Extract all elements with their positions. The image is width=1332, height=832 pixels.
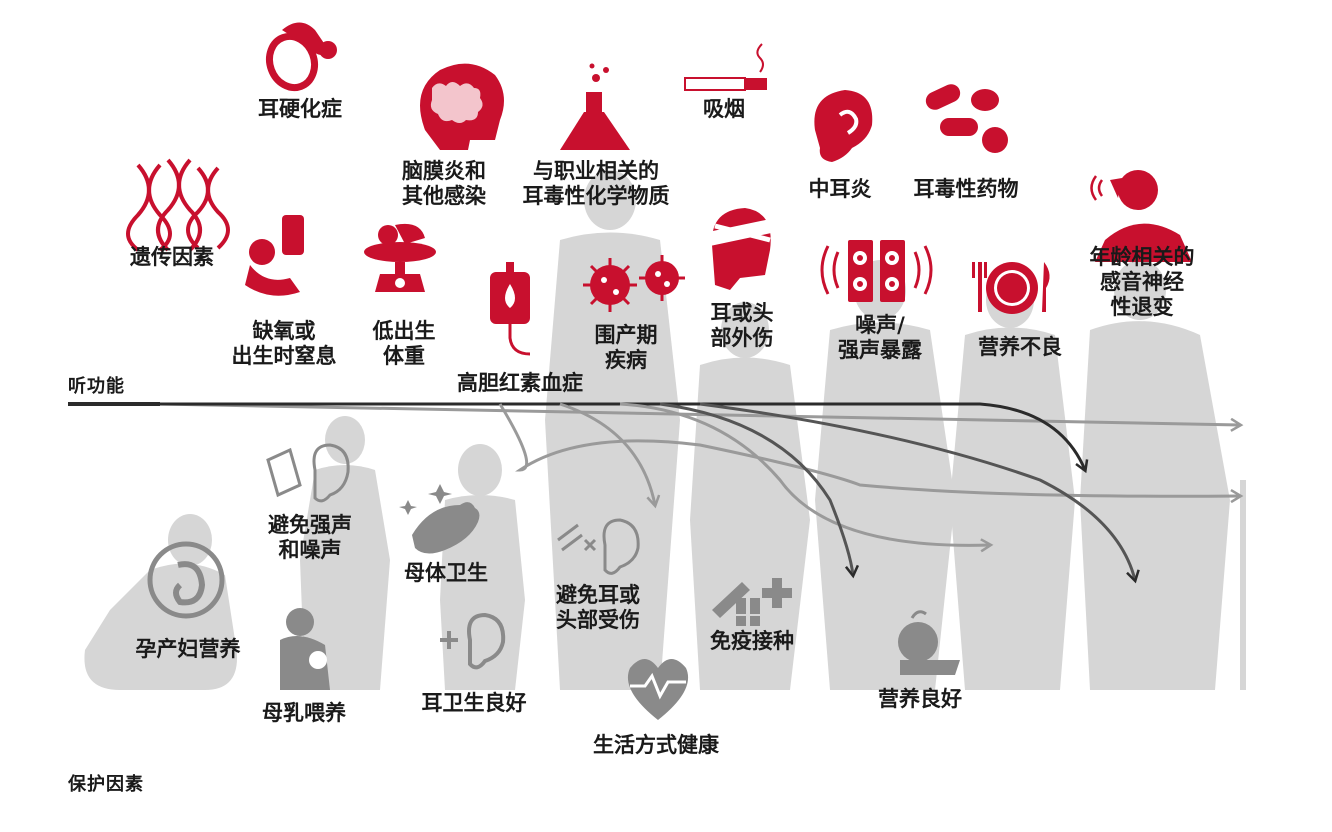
risk-label-malnutrition: 营养不良 (978, 334, 1062, 359)
ear-cross-icon (557, 518, 640, 575)
infant-oxygen-icon (245, 215, 304, 296)
risk-label-smoking: 吸烟 (703, 96, 745, 121)
stapes-bone-icon (265, 22, 337, 92)
trajectory-line (559, 402, 655, 505)
risk-label-bilirubin: 高胆红素血症 (457, 370, 583, 395)
pills-icon (925, 84, 1008, 153)
risk-label-perinatal: 围产期疾病 (594, 322, 658, 372)
risk-label-otosclerosis: 耳硬化症 (258, 96, 342, 121)
risk-label-low-birth-weight: 低出生体重 (372, 318, 436, 368)
risk-label-chemicals: 与职业相关的耳毒性化学物质 (522, 158, 670, 208)
protective-label-maternal-nutrition: 孕产妇营养 (135, 636, 241, 661)
dna-icon (126, 158, 230, 252)
virus-icon (583, 255, 685, 312)
protective-label-breastfeeding: 母乳喂养 (262, 700, 346, 725)
risk-label-hypoxia: 缺氧或出生时窒息 (231, 318, 337, 368)
plate-cutlery-icon (972, 262, 1050, 314)
protective-label-nutrition: 营养良好 (878, 686, 962, 711)
trajectory-line (659, 402, 853, 575)
washing-hand-icon (399, 484, 480, 554)
risk-label-age-related: 年龄相关的感音神经性退变 (1089, 244, 1195, 319)
ear-plus-icon (440, 612, 506, 670)
baby-scale-icon (364, 223, 436, 292)
protective-label-healthy-lifestyle: 生活方式健康 (593, 732, 719, 757)
bandaged-head-icon (708, 208, 776, 290)
people-silhouettes (84, 170, 1246, 690)
chemical-flask-icon (560, 63, 630, 150)
risk-label-noise: 噪声/强声暴露 (838, 312, 922, 362)
breastfeeding-icon (280, 608, 330, 690)
fetus-icon (147, 541, 225, 619)
trajectory-line (159, 402, 1240, 425)
risk-label-head-injury: 耳或头部外伤 (710, 300, 774, 350)
risk-label-ototoxic-drugs: 耳毒性药物 (913, 176, 1019, 201)
protective-label-maternal-hygiene: 母体卫生 (404, 560, 488, 585)
trajectory-line (699, 402, 1135, 580)
protective-label-avoid-injury: 避免耳或头部受伤 (556, 582, 640, 632)
risk-label-otitis: 中耳炎 (808, 176, 872, 201)
protective-label-ear-hygiene: 耳卫生良好 (421, 690, 527, 715)
protective-factors-label: 保护因素 (68, 774, 144, 795)
trajectory-line (160, 402, 1085, 470)
speaker-icon (820, 240, 933, 302)
brain-head-icon (420, 63, 504, 150)
syringe-icon (712, 578, 792, 626)
ear-icon (814, 90, 873, 162)
elderly-listening-icon (1090, 170, 1192, 262)
trajectory-line (619, 402, 990, 545)
heart-pulse-icon (627, 659, 689, 720)
protective-label-avoid-noise: 避免强声和噪声 (268, 512, 352, 562)
cigarette-icon (684, 43, 767, 91)
hearing-trajectories (68, 402, 1240, 580)
risk-label-meningitis: 脑膜炎和其他感染 (402, 158, 486, 208)
risk-label-genetic: 遗传因素 (130, 244, 214, 269)
protective-label-vaccination: 免疫接种 (710, 628, 794, 653)
ear-protection-icon (266, 443, 350, 503)
healthy-food-icon (898, 610, 960, 675)
iv-bag-icon (490, 262, 531, 356)
hearing-function-label: 听功能 (68, 376, 125, 397)
